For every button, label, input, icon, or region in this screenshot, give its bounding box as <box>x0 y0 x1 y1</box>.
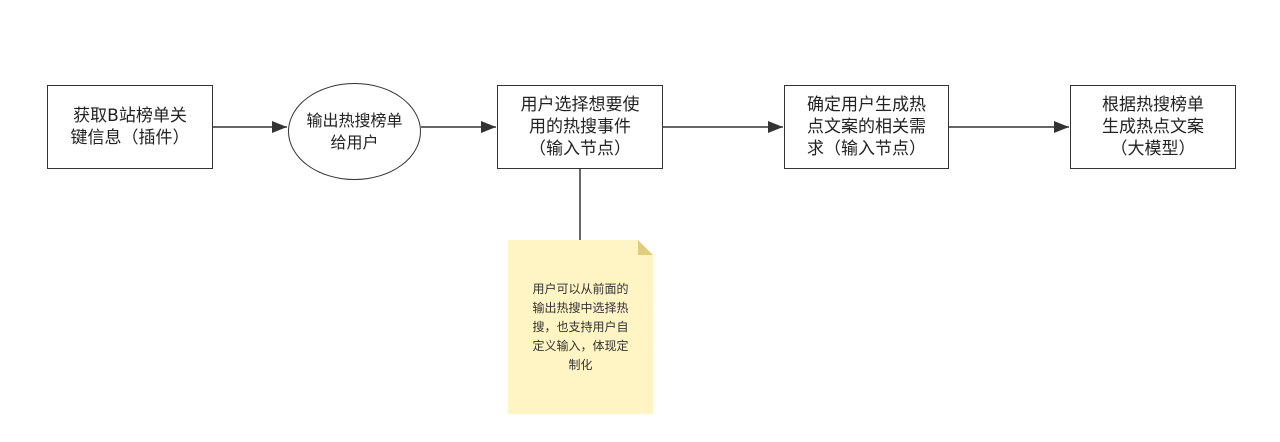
node-text: （输入节点） <box>529 139 631 159</box>
node-generate-copy[interactable]: 根据热搜榜单 生成热点文案 （大模型） <box>1070 85 1236 169</box>
node-text: 点文案的相关需 <box>807 117 926 137</box>
node-text: （大模型） <box>1110 139 1196 159</box>
node-text: 输出热搜榜单 <box>306 110 403 130</box>
note-text: 输出热搜中选择热 <box>532 300 629 315</box>
node-text: 键信息（插件） <box>70 128 190 148</box>
sticky-note[interactable]: 用户可以从前面的 输出热搜中选择热 搜，也支持用户自 定义输入，体现定 制化 <box>508 240 653 414</box>
node-text: 求（输入节点） <box>807 139 926 159</box>
node-text: 用的热搜事件 <box>529 117 631 137</box>
node-text: 获取B站榜单关 <box>73 106 187 126</box>
node-text: 确定用户生成热 <box>807 95 926 115</box>
node-text: 根据热搜榜单 <box>1102 95 1204 115</box>
note-text: 用户可以从前面的 <box>532 281 629 296</box>
note-text: 定义输入，体现定 <box>532 338 629 353</box>
node-fetch-bilibili-ranking[interactable]: 获取B站榜单关 键信息（插件） <box>47 85 213 169</box>
node-text: 用户选择想要使 <box>520 95 640 115</box>
node-confirm-requirements[interactable]: 确定用户生成热 点文案的相关需 求（输入节点） <box>784 85 949 169</box>
node-text: 生成热点文案 <box>1102 117 1204 137</box>
note-text: 搜，也支持用户自 <box>532 319 629 334</box>
node-text: 给用户 <box>330 132 379 152</box>
note-text: 制化 <box>568 357 593 372</box>
node-output-ranking[interactable]: 输出热搜榜单 给用户 <box>288 83 421 180</box>
node-user-select-event[interactable]: 用户选择想要使 用的热搜事件 （输入节点） <box>497 85 663 169</box>
